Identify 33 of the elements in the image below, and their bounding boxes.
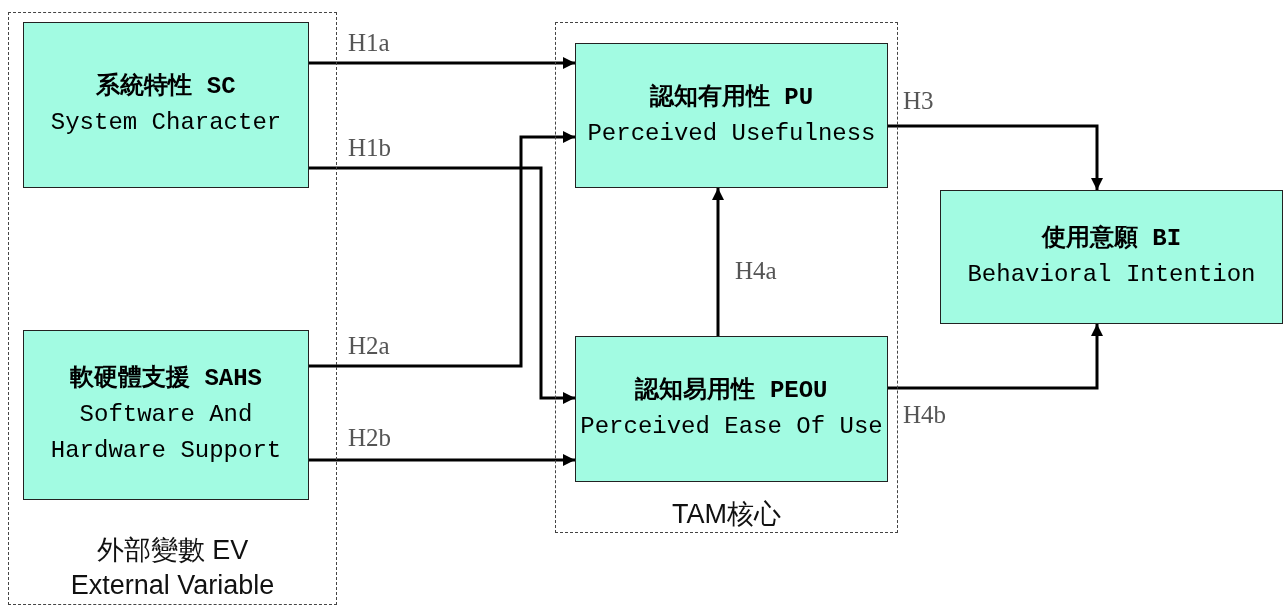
arrow [309, 131, 575, 368]
box-text: Perceived Usefulness [587, 118, 876, 149]
arrow [888, 324, 1103, 390]
box-heading: 系統特性 SC [96, 71, 236, 102]
arrow [309, 454, 575, 466]
arrow [309, 57, 575, 69]
arrow [712, 188, 724, 336]
construct-box [23, 22, 309, 188]
construct-box [575, 43, 888, 188]
dashed-group-frame [555, 22, 898, 533]
construct-box [575, 336, 888, 482]
box-heading: 認知易用性 PEOU [635, 375, 828, 406]
edge-label: H4a [735, 258, 777, 283]
construct-box [23, 330, 309, 500]
dashed-group-frame [8, 12, 337, 605]
box-text: Behavioral Intention [967, 260, 1256, 290]
box-text: System Character [50, 108, 282, 138]
edge-label: H2a [348, 333, 390, 358]
box-heading: 使用意願 BI [1041, 223, 1182, 254]
arrow [888, 124, 1103, 190]
group-label: TAM核心 [671, 498, 782, 531]
edge-label: H1a [348, 30, 390, 55]
box-heading: 軟硬體支援 SAHS [70, 363, 262, 394]
box-text: Software And Hardware Support [49, 400, 283, 466]
edge-label: H4b [903, 402, 947, 427]
edge-label: H3 [903, 88, 934, 113]
edge-label: H1b [348, 135, 392, 160]
group-label: 外部變數 EV External Variable [69, 534, 276, 603]
arrow [309, 166, 575, 404]
box-text: Perceived Ease Of Use [580, 412, 883, 442]
edge-label: H2b [348, 425, 392, 450]
construct-box [940, 190, 1283, 324]
box-heading: 認知有用性 PU [649, 82, 814, 113]
